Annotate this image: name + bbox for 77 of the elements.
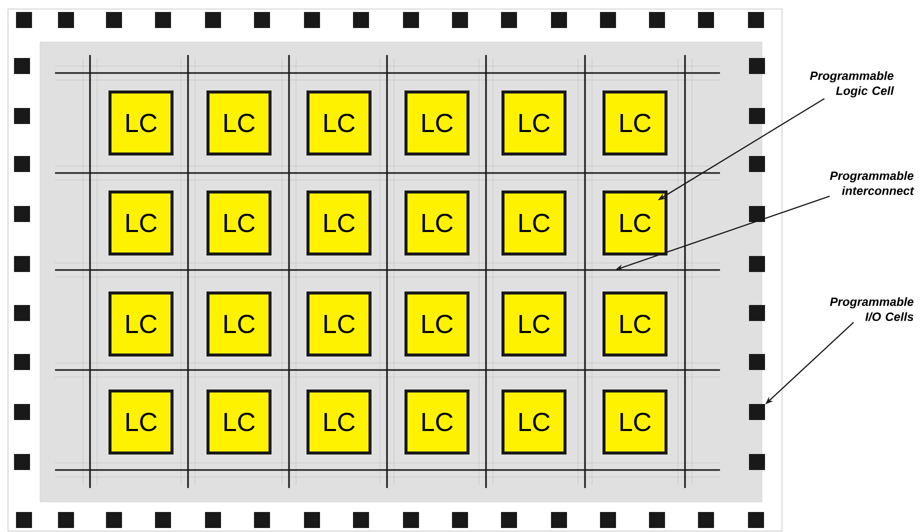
io-pad	[16, 512, 32, 528]
logic-cell-box: LC	[108, 190, 174, 256]
io-pad	[698, 512, 714, 528]
io-pad	[14, 156, 30, 172]
logic-cell-box: LC	[206, 90, 272, 156]
logic-cell-box: LC	[206, 292, 272, 356]
logic-cell-box: LC	[306, 190, 372, 256]
logic-cell-box: LC	[404, 292, 470, 356]
io-pad	[14, 256, 30, 272]
io-pad	[403, 512, 419, 528]
io-pad	[14, 404, 30, 420]
logic-cell-box: LC	[108, 292, 174, 356]
io-pad	[205, 512, 221, 528]
io-pad	[14, 305, 30, 321]
logic-cell-box: LC	[404, 390, 470, 454]
logic-cell-box: LC	[206, 190, 272, 256]
logic-cell-box: LC	[502, 292, 566, 356]
io-pad	[452, 512, 468, 528]
io-pad	[353, 12, 369, 28]
io-pad	[649, 512, 665, 528]
io-pad	[749, 156, 765, 172]
io-pad	[155, 12, 171, 28]
io-pad	[14, 206, 30, 222]
io-pad	[254, 12, 270, 28]
io-pad	[403, 12, 419, 28]
io-pad	[106, 512, 122, 528]
logic-cell-box: LC	[306, 90, 372, 156]
logic-cell-box: LC	[306, 292, 372, 356]
io-pad	[749, 206, 765, 222]
io-pad	[14, 454, 30, 470]
logic-cell-box: LC	[602, 190, 668, 256]
logic-cell-box: LC	[502, 390, 566, 454]
io-pad	[749, 354, 765, 370]
io-pad	[58, 512, 74, 528]
logic-cell-box: LC	[206, 390, 272, 454]
logic-cell-box: LC	[404, 90, 470, 156]
logic-cell-box: LC	[108, 90, 174, 156]
callout-label: Programmable Logic Cell	[810, 71, 894, 98]
logic-cell-box: LC	[306, 390, 372, 454]
logic-cell-box: LC	[502, 190, 566, 256]
io-pad	[749, 404, 765, 420]
io-pad	[749, 108, 765, 124]
logic-cell-box: LC	[602, 90, 668, 156]
io-pad	[749, 58, 765, 74]
logic-cell-box: LC	[602, 292, 668, 356]
io-pad	[748, 512, 764, 528]
io-pad	[749, 454, 765, 470]
io-pad	[698, 12, 714, 28]
io-pad	[14, 108, 30, 124]
io-pad	[501, 512, 517, 528]
io-pad	[304, 512, 320, 528]
io-pad	[600, 512, 616, 528]
io-pad	[749, 305, 765, 321]
io-pad	[649, 12, 665, 28]
io-pad	[600, 12, 616, 28]
io-pad	[304, 12, 320, 28]
io-pad	[749, 256, 765, 272]
io-pad	[14, 58, 30, 74]
io-pad	[254, 512, 270, 528]
io-pad	[353, 512, 369, 528]
logic-cell-box: LC	[602, 390, 668, 454]
io-pad	[748, 12, 764, 28]
io-pad	[155, 512, 171, 528]
io-pad	[205, 12, 221, 28]
io-pad	[452, 12, 468, 28]
logic-cell-box: LC	[404, 190, 470, 256]
io-pad	[16, 12, 32, 28]
logic-cell-box: LC	[502, 90, 566, 156]
logic-cell-box: LC	[108, 390, 174, 454]
io-pad	[501, 12, 517, 28]
callout-label: Programmable I/O Cells	[830, 297, 914, 322]
callout-label: Programmable interconnect	[830, 171, 914, 195]
io-pad	[106, 12, 122, 28]
io-pad	[14, 354, 30, 370]
io-pad	[551, 12, 567, 28]
io-pad	[551, 512, 567, 528]
io-pad	[58, 12, 74, 28]
